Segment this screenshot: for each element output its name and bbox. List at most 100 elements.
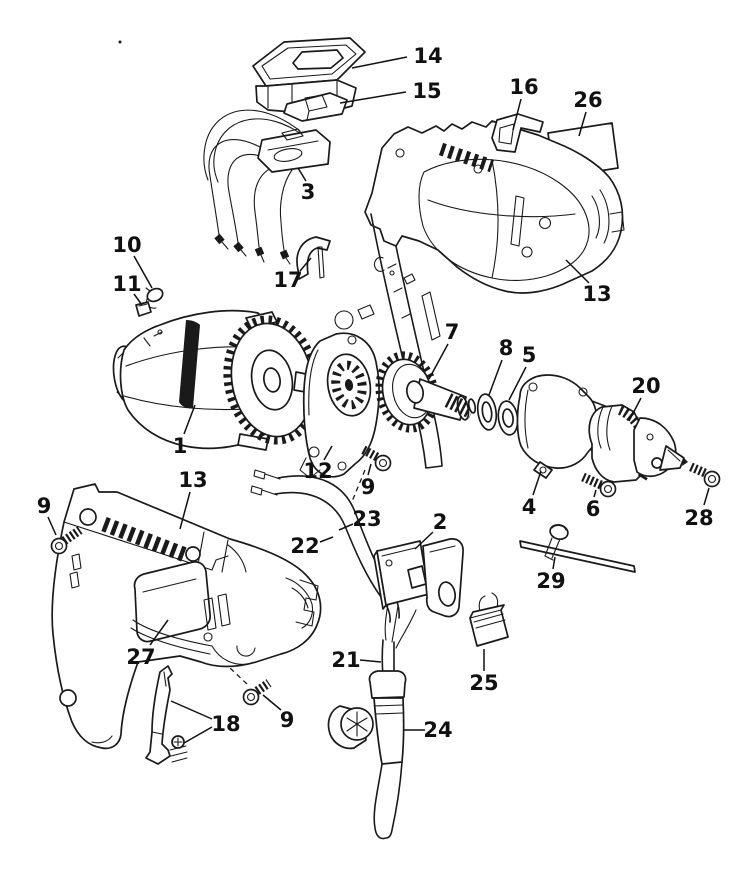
- part-label-6: 6: [586, 489, 601, 521]
- leader-line: [367, 463, 372, 476]
- part-label-25: 25: [469, 649, 499, 695]
- part-number-text: 16: [509, 75, 538, 99]
- part-number-text: 9: [361, 475, 376, 499]
- part-label-17: 17: [273, 257, 312, 292]
- part-cover-clip: [283, 92, 348, 122]
- part-number-text: 13: [178, 468, 207, 492]
- part-capacitor: [469, 592, 509, 647]
- part-brush-cap: [145, 287, 164, 309]
- part-label-18: 18: [170, 700, 241, 744]
- leader-line: [339, 91, 407, 104]
- part-label-9-mid: 9: [361, 463, 376, 499]
- leader-line: [183, 726, 213, 744]
- leader-line: [297, 167, 307, 182]
- part-number-text: 7: [445, 320, 460, 344]
- part-label-28: 28: [684, 487, 714, 530]
- part-cord-protector: [368, 670, 407, 765]
- part-label-8: 8: [488, 336, 513, 396]
- part-number-text: 17: [273, 268, 302, 292]
- part-label-16: 16: [509, 75, 539, 131]
- leader-line: [149, 619, 169, 646]
- leader-line: [179, 491, 191, 530]
- leader-line: [428, 343, 449, 380]
- part-label-14: 14: [351, 44, 443, 69]
- leader-line: [133, 293, 143, 306]
- part-number-text: 2: [433, 510, 448, 534]
- part-number-text: 22: [290, 534, 319, 558]
- part-label-22: 22: [290, 534, 334, 558]
- part-label-29: 29: [536, 556, 566, 593]
- leader-line: [183, 404, 196, 435]
- part-label-2: 2: [414, 510, 448, 550]
- leader-line: [262, 694, 282, 711]
- part-number-text: 5: [522, 343, 537, 367]
- part-number-text: 21: [331, 648, 360, 672]
- part-lock-button: [491, 113, 544, 153]
- part-label-20: 20: [628, 374, 661, 422]
- part-label-9-left: 9: [37, 494, 57, 536]
- print-speck: [118, 40, 122, 44]
- part-number-text: 3: [301, 180, 316, 204]
- part-label-4: 4: [522, 470, 542, 519]
- part-screw-28: [687, 461, 721, 488]
- part-label-7: 7: [428, 320, 460, 380]
- leader-line: [512, 98, 522, 131]
- part-label-11: 11: [112, 272, 143, 306]
- part-label-15: 15: [339, 79, 442, 104]
- leader-line: [593, 489, 597, 498]
- part-number-text: 20: [631, 374, 660, 398]
- leader-line: [338, 523, 354, 531]
- part-wire-clip: [296, 236, 331, 280]
- part-bearing-retainer: [299, 332, 380, 479]
- part-number-text: 9: [280, 708, 295, 732]
- leader-line: [47, 516, 57, 536]
- leader-line: [552, 556, 556, 570]
- part-washer-8: [476, 393, 498, 431]
- part-housing-left-half: [51, 483, 322, 750]
- part-washer-5: [497, 400, 519, 436]
- part-number-text: 6: [586, 497, 601, 521]
- leader-line: [323, 445, 333, 461]
- part-number-text: 26: [573, 88, 602, 112]
- leader-line: [628, 397, 642, 422]
- part-label-12: 12: [303, 445, 333, 483]
- leader-line: [351, 56, 408, 69]
- part-number-text: 10: [112, 233, 141, 257]
- part-gear-spindle: [375, 351, 477, 433]
- part-number-text: 14: [413, 44, 442, 68]
- part-brush: [135, 301, 152, 317]
- part-label-5: 5: [508, 343, 537, 401]
- part-number-text: 18: [211, 712, 240, 736]
- part-screw-9-mid: [359, 445, 392, 472]
- part-label-13-right: 13: [565, 259, 612, 306]
- leader-line: [703, 487, 710, 506]
- part-number-text: 29: [536, 569, 565, 593]
- part-lock-lever: [145, 665, 188, 765]
- part-screw-9-left: [50, 526, 83, 555]
- part-screw-6: [581, 472, 617, 498]
- part-number-text: 24: [423, 718, 452, 742]
- part-number-text: 15: [412, 79, 441, 103]
- leader-line: [578, 111, 587, 137]
- part-number-text: 4: [522, 495, 537, 519]
- part-handle-window-27: [133, 561, 211, 643]
- part-label-3: 3: [297, 167, 316, 204]
- leader-line: [170, 700, 213, 720]
- part-trigger-switch: [373, 538, 464, 649]
- part-label-23: 23: [338, 507, 382, 531]
- part-chuck-key: [519, 523, 636, 573]
- leader-line: [133, 255, 153, 289]
- part-housing-right-half: [334, 120, 625, 469]
- leader-line: [532, 470, 542, 496]
- assembly-guide-dash: [229, 667, 248, 685]
- part-chuck: [588, 404, 688, 483]
- part-number-text: 1: [173, 434, 188, 458]
- assembly-guide-dash: [350, 469, 366, 505]
- leader-line: [565, 259, 590, 284]
- leader-line: [414, 531, 434, 550]
- leader-line: [359, 659, 382, 663]
- part-number-text: 23: [352, 507, 381, 531]
- part-number-text: 12: [303, 459, 332, 483]
